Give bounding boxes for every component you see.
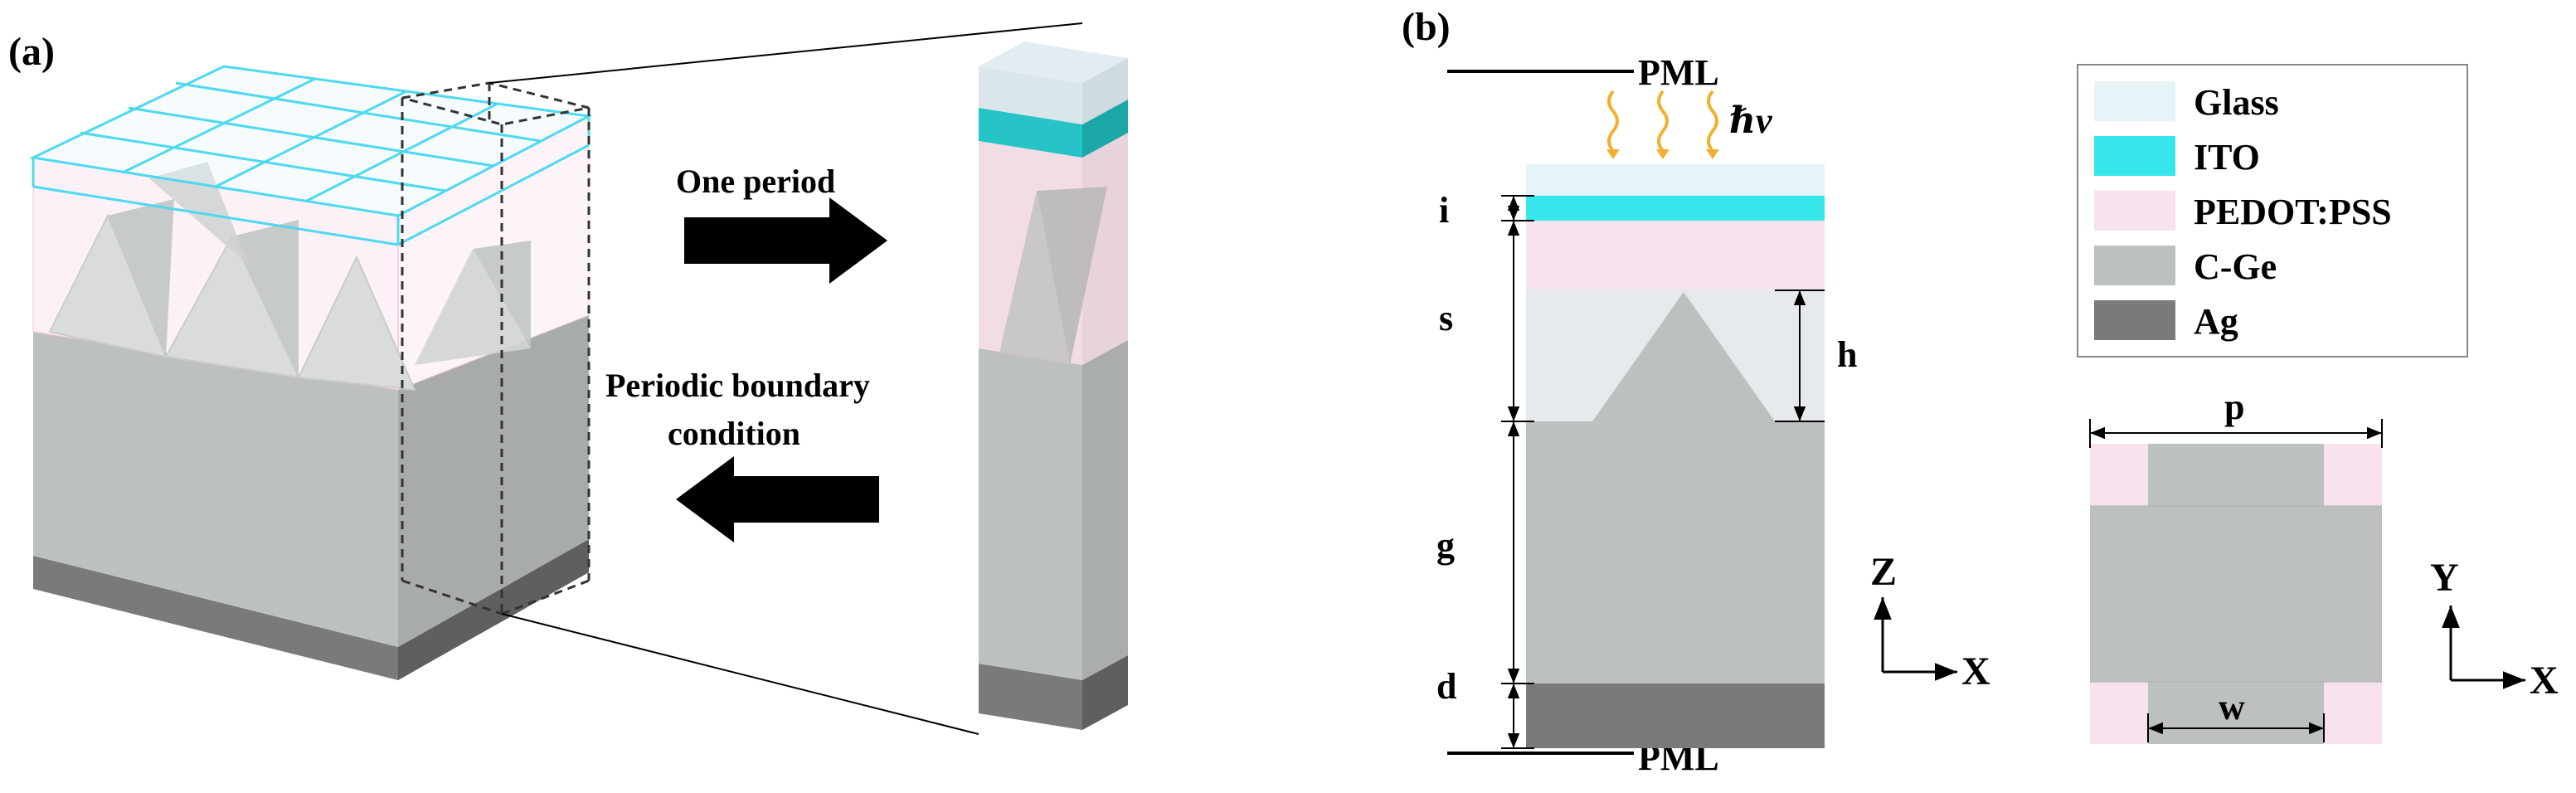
one-period-label: One period <box>676 163 835 200</box>
period-glass-side <box>1082 58 1128 124</box>
dim-g-label: g <box>1436 525 1455 566</box>
legend-label-cge: C-Ge <box>2194 246 2277 287</box>
legend-swatch-glass <box>2094 81 2175 121</box>
pyramid-2 <box>108 199 174 357</box>
period-pyramid-right <box>1037 187 1107 365</box>
periodic-boundary-label-line1: Periodic boundary <box>605 367 870 404</box>
legend-swatch-cge <box>2094 246 2175 285</box>
pml-top-label: PML <box>1638 52 1719 93</box>
top-view-dims <box>2089 419 2383 742</box>
period-ag-front <box>979 664 1082 730</box>
legend: Glass ITO PEDOT:PSS C-Ge Ag <box>2077 64 2468 358</box>
arrow-right <box>684 197 887 284</box>
panel-b: (b) PML PML ℏν <box>1402 5 2559 778</box>
device-block-3d <box>29 22 1083 735</box>
period-pyramid-left <box>999 191 1070 365</box>
projection-line-bottom <box>501 613 979 735</box>
projection-line-top <box>488 22 1083 84</box>
xz-axis-x-label: X <box>1961 649 1990 693</box>
dim-h-label: h <box>1837 334 1857 375</box>
dim-d-label: d <box>1436 666 1456 707</box>
panel-a-label: (a) <box>8 30 55 74</box>
single-period-block <box>979 41 1128 730</box>
period-glass-top <box>979 41 1128 83</box>
dimension-lines <box>1501 195 1825 749</box>
xs-cge <box>1526 421 1825 684</box>
top-view: p w <box>2089 387 2383 744</box>
xy-axis-x-label: X <box>2530 659 2559 703</box>
dim-s-label: s <box>1439 298 1453 338</box>
dim-p-label: p <box>2224 387 2244 427</box>
panel-b-label: (b) <box>1402 5 1451 49</box>
period-glass-front <box>979 66 1082 124</box>
cross-section <box>1526 164 1825 748</box>
xz-axis-z-label: Z <box>1870 550 1897 594</box>
xs-glass <box>1526 164 1825 196</box>
legend-swatch-ito <box>2094 136 2175 176</box>
top-view-cge-cross <box>2090 444 2382 744</box>
legend-label-ito: ITO <box>2194 137 2260 178</box>
legend-label-pedot: PEDOT:PSS <box>2194 192 2392 232</box>
photon-energy-label: ℏν <box>1729 100 1772 141</box>
xz-axes <box>1874 597 1957 681</box>
unit-cell-dashed-box <box>401 81 591 615</box>
ag-layer-front <box>33 556 398 680</box>
legend-label-ag: Ag <box>2194 301 2238 342</box>
dim-i-label: i <box>1439 190 1449 231</box>
periodic-boundary-label-line2: condition <box>668 415 800 452</box>
dim-w-label: w <box>2219 687 2245 727</box>
arrow-left <box>676 456 879 542</box>
legend-swatch-pedot <box>2094 191 2175 231</box>
xs-ag <box>1526 684 1825 748</box>
incident-light-icon <box>1606 90 1719 159</box>
panel-a: (a) <box>8 22 1128 735</box>
period-ito-side <box>1082 100 1128 158</box>
period-cge-side <box>1082 340 1128 680</box>
pyramid-5 <box>297 255 416 392</box>
pyramid-4 <box>232 220 299 377</box>
xy-axes <box>2442 606 2525 689</box>
cge-block-side <box>398 315 589 647</box>
legend-swatch-ag <box>2094 300 2175 340</box>
xs-ito <box>1526 196 1825 221</box>
legend-label-glass: Glass <box>2194 82 2279 123</box>
ag-layer-side <box>398 539 589 680</box>
xs-pedot <box>1526 221 1825 289</box>
xy-axis-y-label: Y <box>2430 556 2459 600</box>
cge-block-front <box>33 332 398 647</box>
period-cge-front <box>979 348 1082 680</box>
xs-pyramid <box>1592 292 1775 421</box>
